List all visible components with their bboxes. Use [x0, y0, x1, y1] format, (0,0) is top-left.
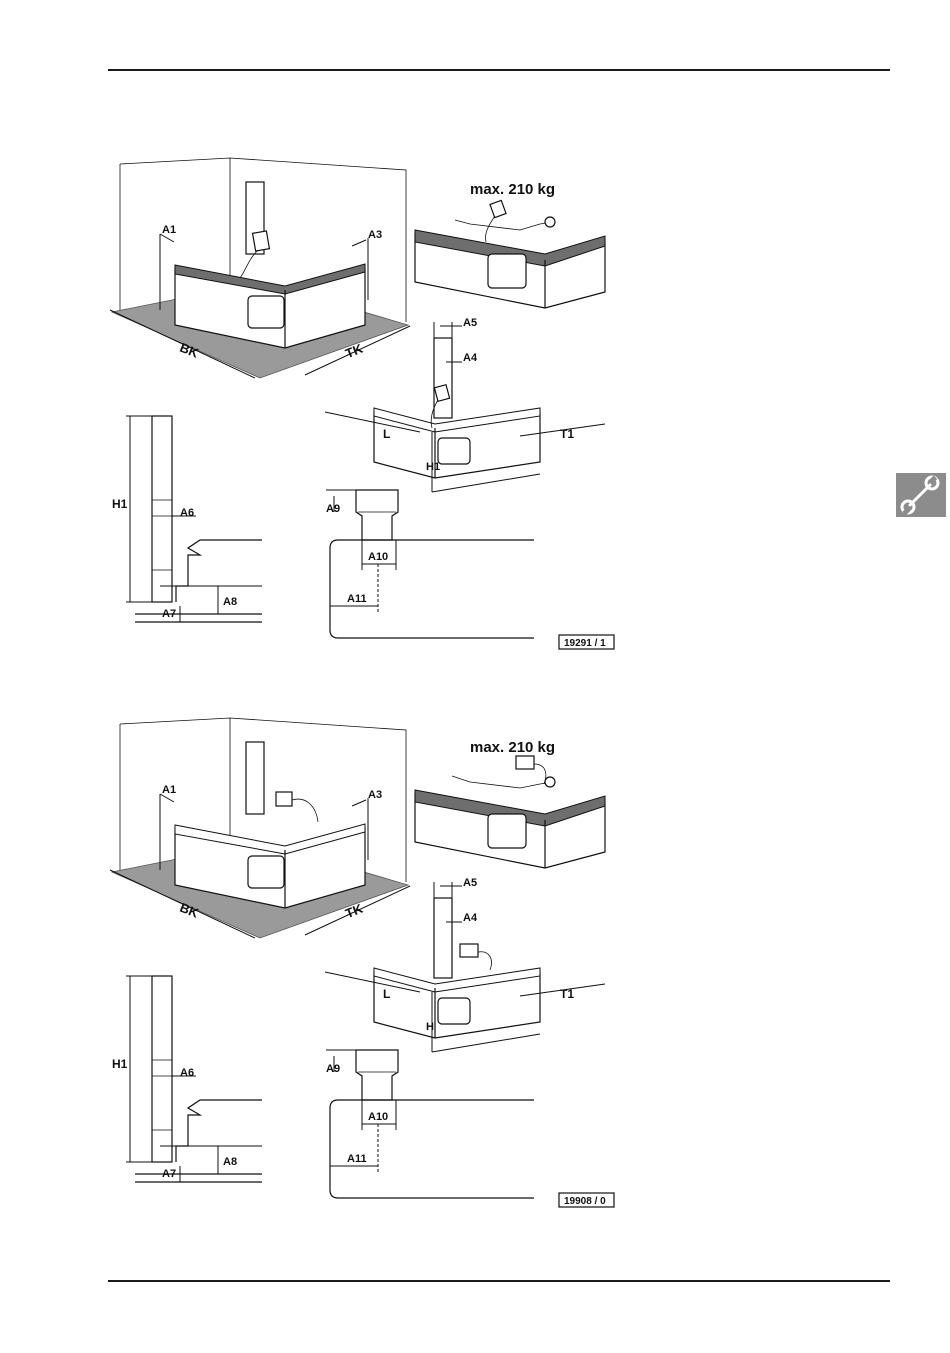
- side-elevation: H1 A6 A8 A7: [112, 976, 262, 1182]
- drain-detail: A9 A10 A11 19291 / 1: [326, 490, 614, 649]
- label-a4: A4: [463, 352, 478, 364]
- label-a8: A8: [223, 596, 237, 608]
- label-a6: A6: [180, 507, 194, 519]
- label-a5: A5: [463, 877, 477, 889]
- label-t1: T1: [560, 427, 574, 441]
- label-a10: A10: [368, 1111, 388, 1123]
- label-a9: A9: [326, 1063, 340, 1075]
- label-l: L: [383, 987, 390, 1001]
- max-load-label: max. 210 kg: [470, 739, 555, 756]
- label-a1: A1: [162, 224, 176, 236]
- label-h1: H1: [112, 1057, 128, 1071]
- label-a5: A5: [463, 317, 477, 329]
- load-view: max. 210 kg: [415, 739, 605, 868]
- label-a6: A6: [180, 1067, 194, 1079]
- label-h1: H1: [112, 497, 128, 511]
- label-a9: A9: [326, 503, 340, 515]
- label-a4: A4: [463, 912, 478, 924]
- max-load-label: max. 210 kg: [470, 181, 555, 198]
- room-view: A1 A3 BK TK: [110, 158, 410, 378]
- room-view: A1 A3 BK TK: [110, 718, 410, 938]
- label-a7: A7: [162, 1168, 176, 1180]
- label-a3: A3: [368, 229, 382, 241]
- load-view: max. 210 kg: [415, 181, 605, 308]
- column-view: A5 A4 L T1 H: [325, 877, 605, 1052]
- diagram-top: A1 A3 BK TK max. 210 kg A5 A4 L T: [0, 150, 950, 710]
- diagram-bottom: A1 A3 BK TK max. 210 kg A5 A4 L T1: [0, 710, 950, 1270]
- side-elevation: H1 A6 A8 A7: [112, 416, 262, 622]
- label-a11: A11: [347, 1153, 367, 1165]
- header-rule: [108, 69, 890, 71]
- label-h: H: [426, 1021, 434, 1033]
- drain-detail: A9 A10 A11 19908 / 0: [326, 1050, 614, 1207]
- label-a11: A11: [347, 593, 367, 605]
- label-h: H1: [426, 461, 440, 473]
- figure-id: 19908 / 0: [564, 1196, 606, 1207]
- footer-rule: [108, 1280, 890, 1282]
- label-t1: T1: [560, 987, 574, 1001]
- figure-id: 19291 / 1: [564, 638, 606, 649]
- label-a1: A1: [162, 784, 176, 796]
- label-a8: A8: [223, 1156, 237, 1168]
- column-view: A5 A4 L T1 H1: [325, 317, 605, 492]
- label-a10: A10: [368, 551, 388, 563]
- label-a3: A3: [368, 789, 382, 801]
- label-l: L: [383, 427, 390, 441]
- label-a7: A7: [162, 608, 176, 620]
